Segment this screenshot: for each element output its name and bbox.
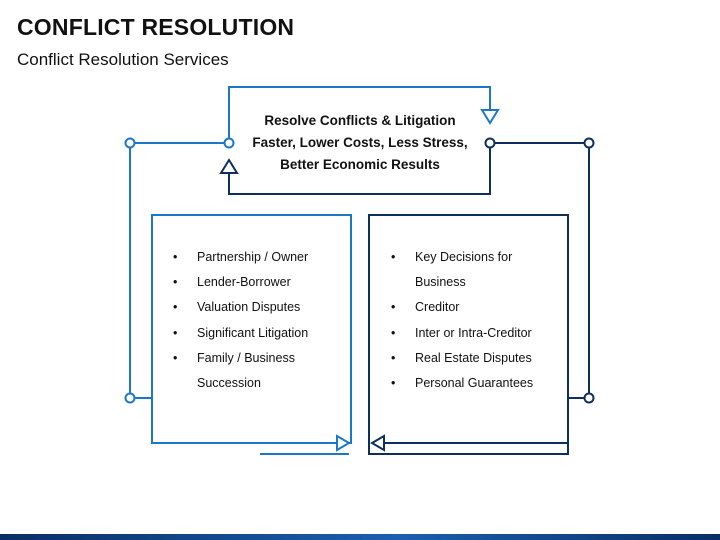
center-box-dark-outline xyxy=(228,143,491,195)
left-box-list: Partnership / Owner Lender-Borrower Valu… xyxy=(171,245,346,396)
page-subtitle: Conflict Resolution Services xyxy=(17,50,229,69)
left-arrow-icon xyxy=(370,434,385,452)
up-arrow-icon xyxy=(219,158,239,174)
right-box-list: Key Decisions for Business Creditor Inte… xyxy=(389,245,564,396)
connector-dot-icon xyxy=(583,392,595,404)
connector-dot-icon xyxy=(124,392,136,404)
right-arrow-icon xyxy=(336,434,351,452)
right-loop-line xyxy=(490,142,590,399)
page-title: CONFLICT RESOLUTION xyxy=(17,14,295,40)
connector-dot-icon xyxy=(223,137,235,149)
center-line: Better Economic Results xyxy=(280,157,440,172)
list-item: Family / Business Succession xyxy=(171,346,327,396)
down-arrow-icon xyxy=(480,109,500,125)
center-line: Resolve Conflicts & Litigation xyxy=(264,113,456,128)
center-box-light-outline xyxy=(228,86,491,143)
center-box-text: Resolve Conflicts & Litigation Faster, L… xyxy=(240,110,480,176)
list-item: Partnership / Owner xyxy=(171,245,346,270)
connector-dot-icon xyxy=(583,137,595,149)
connector-dot-icon xyxy=(124,137,136,149)
list-item: Key Decisions for Business xyxy=(389,245,535,295)
list-item: Creditor xyxy=(389,295,564,320)
list-item: Significant Litigation xyxy=(171,321,346,346)
list-item: Valuation Disputes xyxy=(171,295,346,320)
footer-bar xyxy=(0,534,720,540)
left-box-outline xyxy=(151,214,352,444)
center-line: Faster, Lower Costs, Less Stress, xyxy=(252,135,468,150)
list-item: Inter or Intra-Creditor xyxy=(389,321,564,346)
right-box-outline xyxy=(368,214,569,455)
connector-dot-icon xyxy=(484,137,496,149)
list-item: Lender-Borrower xyxy=(171,270,346,295)
list-item: Personal Guarantees xyxy=(389,371,564,396)
list-item: Real Estate Disputes xyxy=(389,346,564,371)
